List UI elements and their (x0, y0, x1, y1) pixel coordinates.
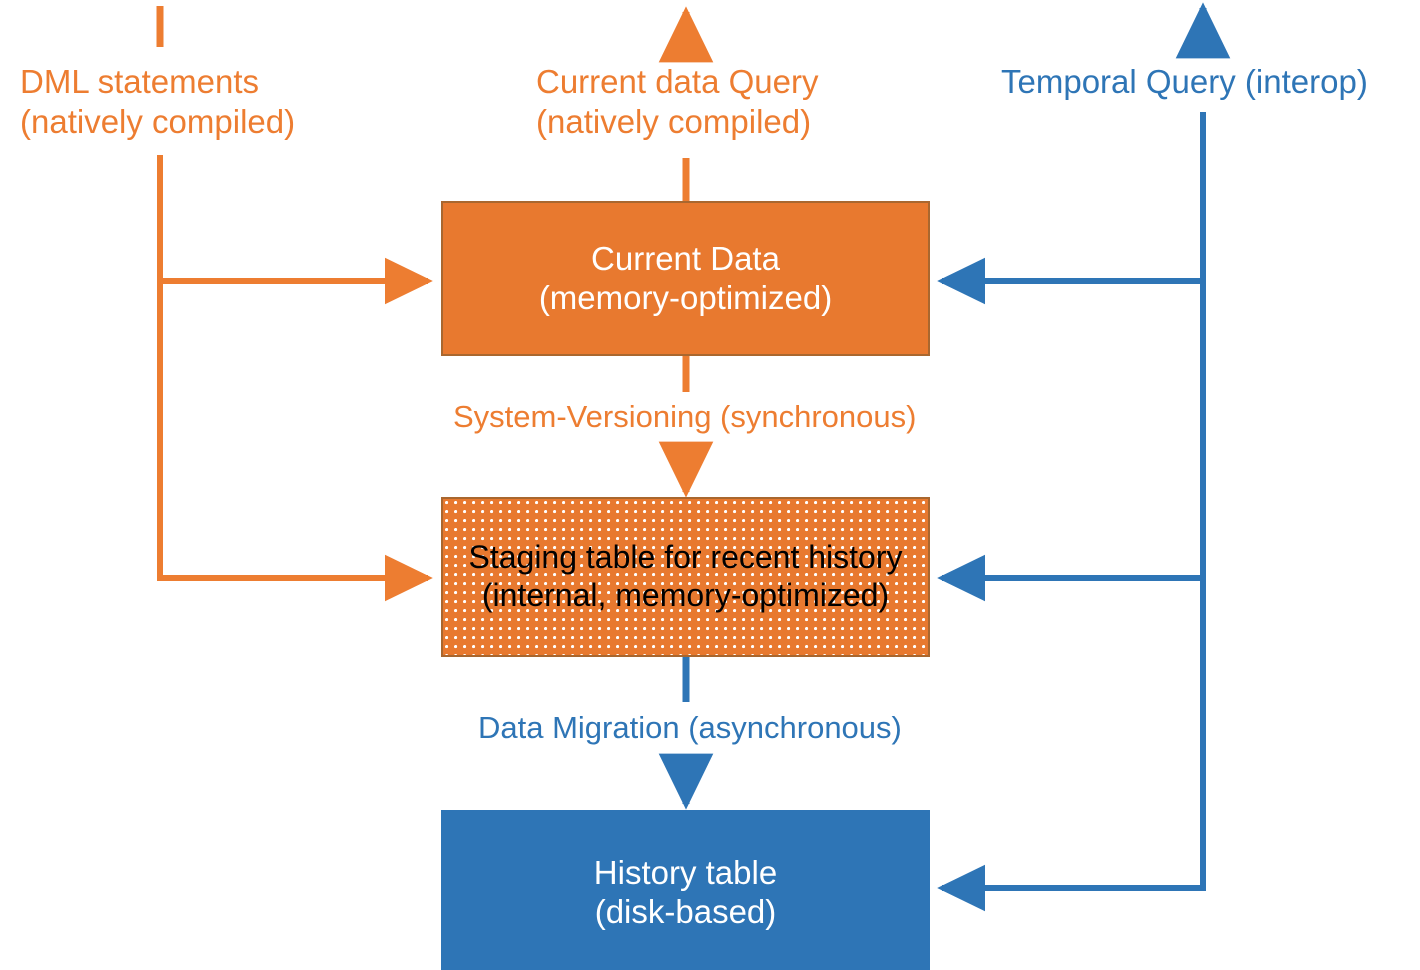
caption-system-versioning: System-Versioning (synchronous) (453, 399, 917, 434)
caption-data-migration: Data Migration (asynchronous) (478, 710, 902, 745)
caption-dml-statements: DML statements (natively compiled) (20, 63, 296, 141)
node-history-table-label: History table (disk-based) (593, 853, 778, 930)
caption-temporal-query: Temporal Query (interop) (1001, 63, 1368, 100)
connector-temporal-query-to-history-table (937, 578, 1206, 912)
connector-dml-to-current-data (157, 155, 433, 305)
connector-dml-to-staging-table (157, 281, 433, 602)
node-current-data[interactable]: Current Data (memory-optimized) (441, 201, 930, 356)
caption-current-data-query: Current data Query (natively compiled) (536, 63, 819, 141)
node-history-table[interactable]: History table (disk-based) (441, 810, 930, 970)
connector-temporal-query-to-staging-table (937, 281, 1206, 602)
node-current-data-label: Current Data (memory-optimized) (538, 239, 833, 316)
connector-temporal-query-to-current-data (937, 112, 1206, 305)
node-staging-table[interactable]: Staging table for recent history (intern… (441, 497, 930, 657)
node-staging-table-label: Staging table for recent history (intern… (468, 539, 903, 613)
